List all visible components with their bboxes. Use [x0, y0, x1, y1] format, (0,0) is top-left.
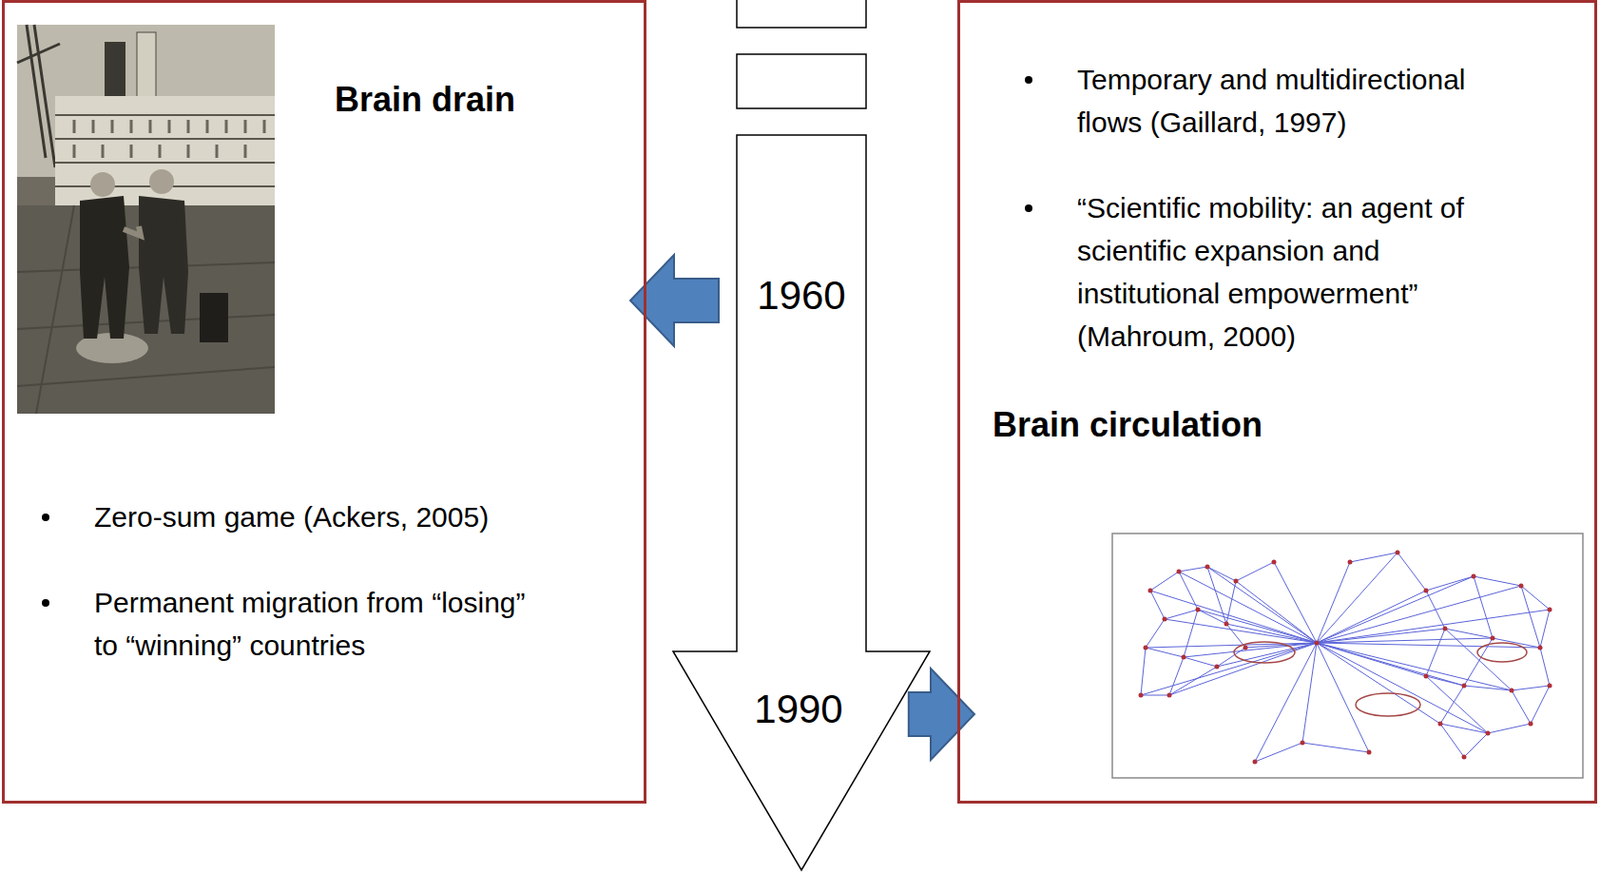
arrow-outline [673, 134, 930, 870]
photo-man [79, 195, 130, 339]
photo-funnel [136, 32, 156, 99]
graph-frame [1112, 533, 1583, 778]
bullet-text: Zero-sum game (Ackers, 2005) [94, 495, 541, 539]
photo-face [149, 169, 174, 194]
emigrants-photo [17, 24, 275, 414]
photo-ground [17, 24, 275, 414]
graph-links [1140, 552, 1550, 762]
photo-ship [55, 96, 275, 206]
photo-funnel [104, 41, 126, 99]
photo-windows [74, 119, 265, 158]
bullet-dot [1024, 204, 1033, 213]
photo-man [138, 195, 189, 334]
photo-handshake [123, 226, 141, 236]
graph-highlights [1233, 641, 1527, 716]
bullet-dot [41, 513, 50, 521]
text-holder: Brain circulation [992, 404, 1263, 446]
bullet-item: Permanent migration from “losing” to “wi… [94, 580, 541, 667]
arrow-shape [673, 134, 930, 870]
year-label: 1960 [736, 271, 867, 320]
photo-crane [17, 24, 60, 168]
timeline-boxes [736, 0, 867, 109]
bullet-dot [41, 598, 50, 607]
era-panel: Brain drainZero-sum game (Ackers, 2005) P… [1, 0, 647, 804]
panel-heading: Brain circulation [992, 404, 1263, 446]
timeline-arrow: 1960 1990 [673, 134, 930, 870]
network-graph [1112, 533, 1583, 778]
bullet-dot [1024, 76, 1033, 84]
text-holder: 1960 [736, 271, 867, 320]
bullet-item: “Scientific mobility: an agent of scient… [1077, 186, 1515, 358]
timeline-box [736, 0, 867, 28]
timeline-box [736, 54, 867, 109]
photo-face [90, 172, 116, 197]
text-holder: Brain drain [334, 78, 516, 121]
block-arrow [630, 254, 719, 347]
photo-suitcase [199, 292, 229, 343]
text-holder: 1990 [673, 685, 925, 733]
bullet-item: Zero-sum game (Ackers, 2005) [94, 495, 541, 539]
bullet-text: “Scientific mobility: an agent of scient… [1077, 186, 1515, 358]
panel-heading: Brain drain [334, 78, 516, 121]
graph-points [1138, 550, 1553, 765]
bullet-item: Temporary and multidirectional flows (Ga… [1077, 57, 1515, 144]
era-panel: Temporary and multidirectional flows (Ga… [957, 0, 1598, 804]
bullet-text: Temporary and multidirectional flows (Ga… [1077, 57, 1515, 144]
block-arrow [908, 668, 975, 760]
year-label: 1990 [673, 685, 925, 733]
bullet-text: Permanent migration from “losing” to “wi… [94, 580, 541, 667]
